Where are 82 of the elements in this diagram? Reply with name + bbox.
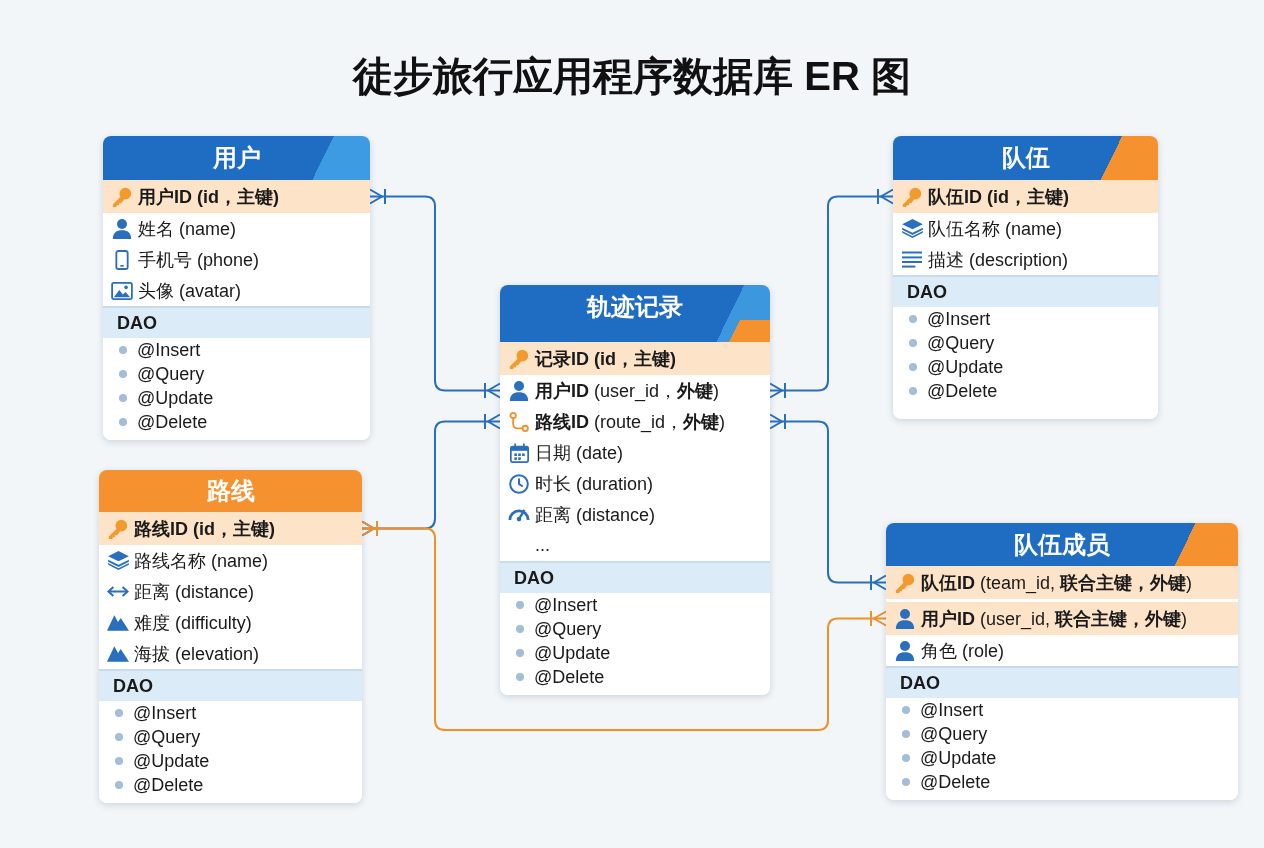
field-label: 时长 (duration)	[535, 472, 654, 496]
field-label: 难度 (difficulty)	[134, 611, 252, 635]
field-label: 头像 (avatar)	[138, 279, 242, 303]
method-label: @Update	[137, 387, 214, 409]
field-label: 日期 (date)	[535, 441, 624, 465]
relationship-line	[369, 188, 501, 399]
key-row	[886, 602, 1238, 635]
table-header: 队伍	[893, 136, 1158, 180]
table-row	[893, 213, 1158, 244]
method-label: @Query	[920, 723, 988, 745]
table-row	[893, 244, 1158, 275]
key-row	[893, 180, 1158, 213]
key-row	[99, 512, 362, 545]
relationship-line	[361, 520, 887, 731]
field-label: 路线ID (id，主键)	[134, 517, 275, 541]
field-label: 记录ID (id，主键)	[535, 347, 676, 371]
dao-section	[99, 669, 362, 803]
relationship-line	[769, 413, 887, 591]
dao-header: DAO	[103, 308, 370, 338]
method-label: @Update	[927, 356, 1004, 378]
method-label: @Insert	[137, 339, 201, 361]
method-label: @Delete	[534, 666, 605, 688]
method-label: @Query	[137, 363, 205, 385]
entity-card	[886, 523, 1238, 800]
method-label: @Delete	[137, 411, 208, 433]
dao-section	[103, 306, 370, 440]
entity-card	[893, 136, 1158, 419]
table-header: 轨迹记录	[500, 285, 770, 342]
relationship-line	[769, 188, 894, 399]
field-label: 队伍名称 (name)	[928, 217, 1062, 241]
entity-card	[500, 285, 770, 695]
dao-header: DAO	[99, 671, 362, 701]
field-label: 距离 (distance)	[134, 580, 255, 604]
field-label: 描述 (description)	[928, 248, 1069, 272]
key-row	[886, 566, 1238, 599]
field-label: 用户ID (user_id, 联合主键，外键)	[921, 607, 1188, 631]
method-label: @Query	[534, 618, 602, 640]
method-label: @Delete	[927, 380, 998, 402]
dao-header: DAO	[893, 277, 1158, 307]
field-label: 姓名 (name)	[138, 217, 236, 241]
key-row	[500, 342, 770, 375]
field-label: 用户ID (id，主键)	[138, 185, 279, 209]
entity-card	[103, 136, 370, 440]
key-row	[103, 180, 370, 213]
method-label: @Insert	[133, 702, 197, 724]
field-label: 队伍ID (id，主键)	[928, 185, 1069, 209]
method-label: @Delete	[133, 774, 204, 796]
field-label: 队伍ID (team_id, 联合主键，外键)	[921, 571, 1193, 595]
entity-card	[99, 470, 362, 803]
table-header: 用户	[103, 136, 370, 180]
table-row	[103, 213, 370, 244]
dao-header: DAO	[500, 563, 770, 593]
field-label: 海拔 (elevation)	[134, 642, 260, 666]
field-label: ...	[535, 535, 550, 556]
field-label: 路线名称 (name)	[134, 549, 268, 573]
dao-section	[500, 561, 770, 695]
field-label: 距离 (distance)	[535, 503, 656, 527]
method-label: @Update	[133, 750, 210, 772]
table-row	[103, 275, 370, 306]
method-label: @Insert	[920, 699, 984, 721]
method-label: @Update	[920, 747, 997, 769]
table-row	[500, 375, 770, 406]
diagram-title: 徒步旅行应用程序数据库 ER 图	[353, 53, 911, 100]
method-label: @Query	[133, 726, 201, 748]
method-label: @Insert	[927, 308, 991, 330]
table-row	[886, 635, 1238, 666]
method-label: @Insert	[534, 594, 598, 616]
table-row	[500, 530, 770, 561]
field-label: 角色 (role)	[921, 639, 1004, 663]
method-label: @Update	[534, 642, 611, 664]
table-header: 队伍成员	[886, 523, 1238, 566]
field-label: 用户ID (user_id，外键)	[535, 379, 720, 403]
method-label: @Delete	[920, 771, 991, 793]
table-row	[99, 638, 362, 669]
table-row	[99, 545, 362, 576]
table-header: 路线	[99, 470, 362, 512]
field-label: 手机号 (phone)	[138, 248, 260, 272]
dao-header: DAO	[886, 668, 1238, 698]
dao-section	[893, 275, 1158, 409]
field-label: 路线ID (route_id，外键)	[535, 410, 726, 434]
dao-section	[886, 666, 1238, 800]
method-label: @Query	[927, 332, 995, 354]
